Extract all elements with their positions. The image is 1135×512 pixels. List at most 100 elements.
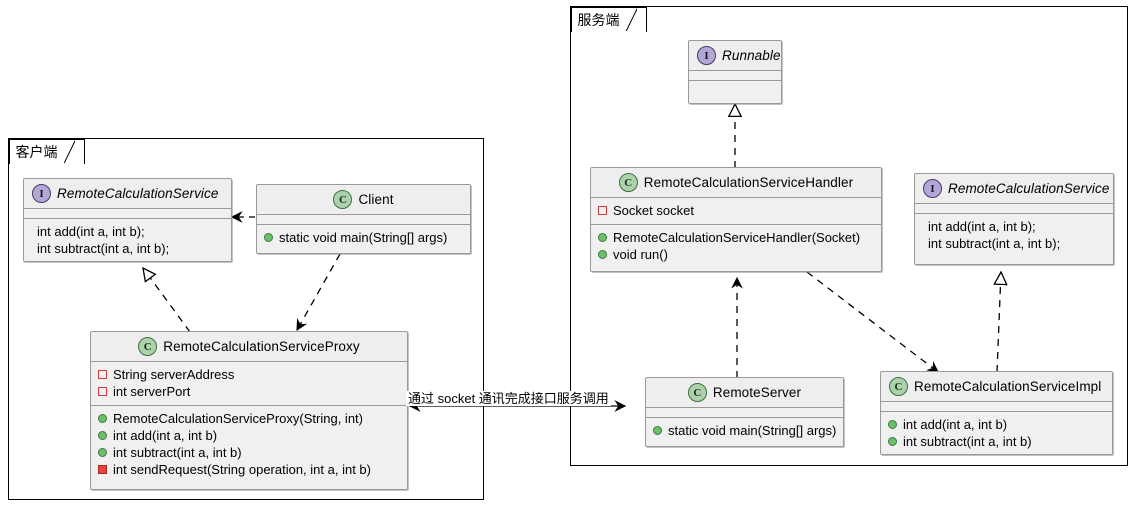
public-marker-icon <box>888 420 897 429</box>
class-title: C RemoteCalculationServiceImpl <box>881 372 1112 401</box>
package-client-tab: 客户端 <box>8 138 85 164</box>
package-tab-seam <box>572 30 646 33</box>
methods-compartment: static void main(String[] args) <box>646 417 843 444</box>
class-name: RemoteCalculationService <box>57 186 219 201</box>
methods-compartment: RemoteCalculationServiceProxy(String, in… <box>91 405 407 483</box>
method-row[interactable]: static void main(String[] args) <box>264 229 464 246</box>
fields-compartment <box>915 203 1113 213</box>
field-label: int serverPort <box>113 384 191 399</box>
field-row[interactable]: Socket socket <box>598 202 875 219</box>
public-marker-icon <box>98 414 107 423</box>
fields-compartment <box>24 208 231 218</box>
class-icon: C <box>687 383 707 402</box>
methods-compartment: int add(int a, int b); int subtract(int … <box>915 213 1113 257</box>
method-row[interactable]: RemoteCalculationServiceHandler(Socket) <box>598 229 875 246</box>
class-icon: C <box>618 173 638 192</box>
method-label: int subtract(int a, int b) <box>113 445 242 460</box>
class-title: I RemoteCalculationService <box>24 179 231 208</box>
fields-compartment <box>646 407 843 417</box>
method-label: int add(int a, int b) <box>903 417 1008 432</box>
class-name: RemoteCalculationServiceHandler <box>643 175 854 190</box>
class-title: I RemoteCalculationService <box>915 174 1113 203</box>
method-row[interactable]: int add(int a, int b) <box>888 416 1106 433</box>
package-tab-slant <box>624 8 637 32</box>
methods-compartment <box>689 80 781 90</box>
class-icon: C <box>138 337 158 356</box>
package-tab-seam <box>10 162 84 165</box>
public-marker-icon <box>598 250 607 259</box>
method-label: RemoteCalculationServiceProxy(String, in… <box>113 411 363 426</box>
class-icon: C <box>889 377 908 396</box>
public-marker-icon <box>653 426 662 435</box>
fields-compartment <box>257 214 470 224</box>
method-label: int subtract(int a, int b); <box>928 236 1061 251</box>
method-row[interactable]: int subtract(int a, int b); <box>922 235 1107 252</box>
class-box-remote-calculation-service-client[interactable]: I RemoteCalculationService int add(int a… <box>23 178 232 262</box>
class-box-remote-calculation-service-impl[interactable]: C RemoteCalculationServiceImpl int add(i… <box>880 371 1113 455</box>
class-name: RemoteCalculationServiceProxy <box>163 339 360 354</box>
method-row[interactable]: int subtract(int a, int b); <box>31 240 225 257</box>
interface-icon: I <box>32 184 51 203</box>
method-label: int subtract(int a, int b) <box>903 434 1032 449</box>
public-marker-icon <box>98 431 107 440</box>
public-marker-icon <box>264 233 273 242</box>
package-client-label: 客户端 <box>15 143 58 160</box>
fields-compartment <box>689 70 781 80</box>
public-marker-icon <box>598 233 607 242</box>
socket-link-label: 通过 socket 通讯完成接口服务调用 <box>406 391 611 406</box>
package-client: 客户端 <box>8 138 484 500</box>
method-row[interactable]: void run() <box>598 246 875 263</box>
method-row[interactable]: static void main(String[] args) <box>653 422 837 439</box>
class-title: C Client <box>257 185 470 214</box>
method-row[interactable]: int add(int a, int b); <box>31 223 225 240</box>
methods-compartment: RemoteCalculationServiceHandler(Socket) … <box>591 224 881 268</box>
package-server-label: 服务端 <box>577 11 620 28</box>
fields-compartment <box>881 401 1112 411</box>
method-label: int add(int a, int b) <box>113 428 218 443</box>
class-box-client[interactable]: C Client static void main(String[] args) <box>256 184 471 254</box>
method-label: RemoteCalculationServiceHandler(Socket) <box>613 230 861 245</box>
private-field-marker-icon <box>98 387 107 396</box>
public-marker-icon <box>98 448 107 457</box>
method-row[interactable]: int subtract(int a, int b) <box>888 433 1106 450</box>
class-box-remote-calculation-service-proxy[interactable]: C RemoteCalculationServiceProxy String s… <box>90 331 408 490</box>
method-label: int add(int a, int b); <box>928 219 1036 234</box>
class-box-remote-server[interactable]: C RemoteServer static void main(String[]… <box>645 377 844 447</box>
methods-compartment: static void main(String[] args) <box>257 224 470 251</box>
package-server: 服务端 <box>570 6 1128 466</box>
class-title: C RemoteCalculationServiceHandler <box>591 168 881 197</box>
fields-compartment: Socket socket <box>591 197 881 224</box>
methods-compartment: int add(int a, int b); int subtract(int … <box>24 218 231 261</box>
field-row[interactable]: String serverAddress <box>98 366 401 383</box>
method-row[interactable]: int add(int a, int b) <box>98 427 401 444</box>
private-field-marker-icon <box>98 370 107 379</box>
class-title: C RemoteServer <box>646 378 843 407</box>
class-title: C RemoteCalculationServiceProxy <box>91 332 407 361</box>
class-box-runnable[interactable]: I Runnable <box>688 40 782 104</box>
method-label: static void main(String[] args) <box>279 230 448 245</box>
field-label: Socket socket <box>613 203 694 218</box>
methods-compartment: int add(int a, int b) int subtract(int a… <box>881 411 1112 454</box>
method-row[interactable]: int sendRequest(String operation, int a,… <box>98 461 401 478</box>
class-icon: C <box>333 190 353 209</box>
method-label: int add(int a, int b); <box>37 224 145 239</box>
public-marker-icon <box>888 437 897 446</box>
method-label: int subtract(int a, int b); <box>37 241 170 256</box>
fields-compartment: String serverAddress int serverPort <box>91 361 407 405</box>
method-label: static void main(String[] args) <box>668 423 837 438</box>
interface-icon: I <box>923 179 942 198</box>
method-label: void run() <box>613 247 668 262</box>
class-box-remote-calculation-service-handler[interactable]: C RemoteCalculationServiceHandler Socket… <box>590 167 882 272</box>
class-name: RemoteCalculationServiceImpl <box>914 379 1102 394</box>
field-label: String serverAddress <box>113 367 235 382</box>
private-method-marker-icon <box>98 465 107 474</box>
method-label: int sendRequest(String operation, int a,… <box>113 462 371 477</box>
class-box-remote-calculation-service-server[interactable]: I RemoteCalculationService int add(int a… <box>914 173 1114 265</box>
method-row[interactable]: int add(int a, int b); <box>922 218 1107 235</box>
method-row[interactable]: int subtract(int a, int b) <box>98 444 401 461</box>
package-server-tab: 服务端 <box>570 6 647 32</box>
field-row[interactable]: int serverPort <box>98 383 401 400</box>
class-title: I Runnable <box>689 41 781 70</box>
method-row[interactable]: RemoteCalculationServiceProxy(String, in… <box>98 410 401 427</box>
